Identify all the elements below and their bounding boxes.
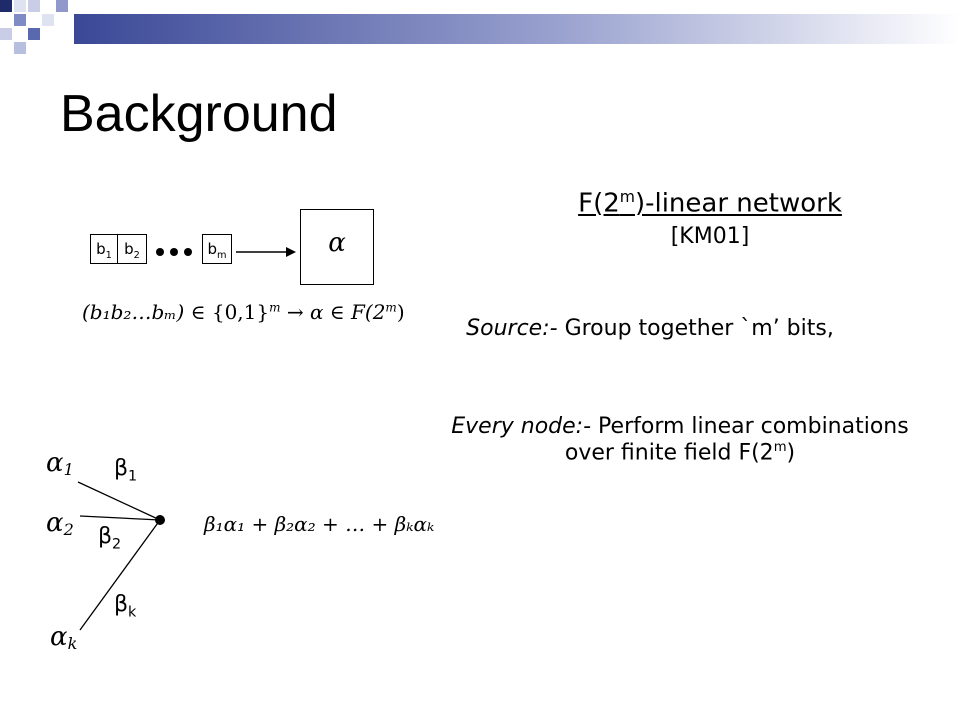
ellipsis-dots xyxy=(156,248,192,256)
network-heading: F(2m)-linear network xyxy=(578,188,842,219)
beta-1: β1 xyxy=(114,456,138,485)
bit-box-m: bm xyxy=(202,234,232,264)
citation: [KM01] xyxy=(670,224,750,249)
node-lines xyxy=(77,481,165,631)
alpha-2: α2 xyxy=(46,508,74,540)
source-line: Source:- Group together `m’ bits, xyxy=(466,316,834,341)
alpha-box: α xyxy=(300,209,374,285)
combination-formula: β₁α₁ + β₂α₂ + … + βₖαₖ xyxy=(204,512,435,536)
bit-box-2: b2 xyxy=(117,234,147,264)
alpha-1: α1 xyxy=(46,448,74,480)
header-decoration xyxy=(0,0,960,54)
bit-box-1: b1 xyxy=(90,234,118,264)
logo-squares xyxy=(0,0,68,54)
node-dot xyxy=(155,515,165,525)
beta-k: βk xyxy=(114,592,137,621)
beta-2: β2 xyxy=(98,524,122,553)
header-gradient-bar xyxy=(74,14,960,44)
mapping-formula: (b₁b₂…bₘ) ∈ {0,1}m → α ∈ F(2m) xyxy=(82,300,405,324)
slide-title: Background xyxy=(60,85,338,143)
bit-row: b1 b2 bm xyxy=(90,234,232,264)
alpha-k: αk xyxy=(50,622,78,654)
right-arrow-icon xyxy=(236,247,296,257)
bits-to-alpha-graphic xyxy=(156,247,296,257)
every-node-text: Every node:- Perform linear combinations… xyxy=(451,414,909,466)
